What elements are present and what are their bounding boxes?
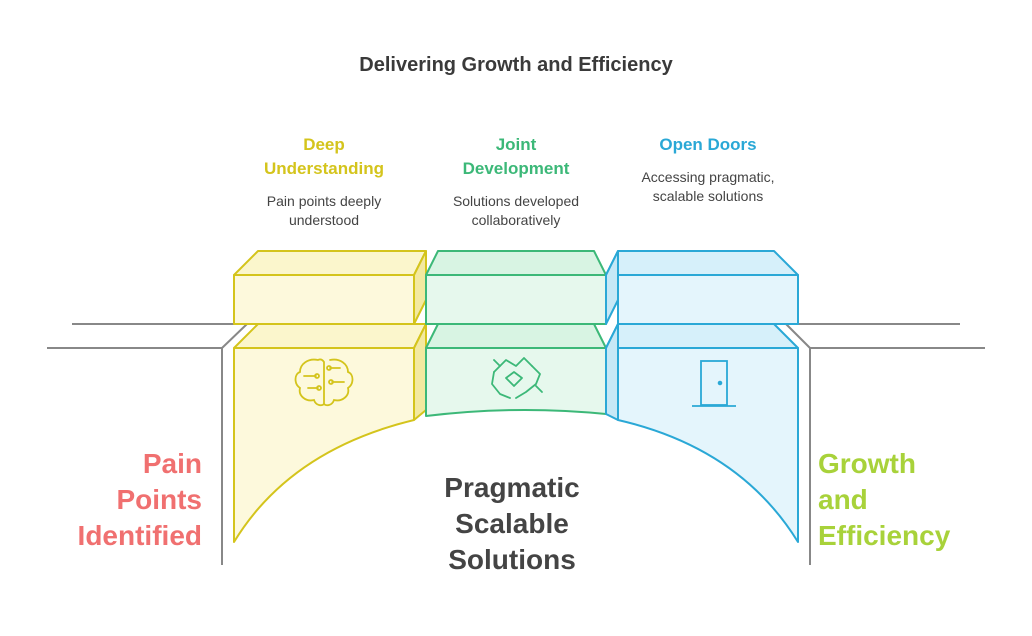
left-label: Pain Points Identified	[78, 446, 202, 554]
step-title-line: Open Doors	[659, 135, 757, 154]
step-title-line: Deep	[303, 135, 345, 154]
step-desc-deep-understanding: Pain points deeply understood	[232, 192, 416, 230]
step-desc-joint-development: Solutions developed collaboratively	[424, 192, 608, 230]
step-desc-line: Solutions developed	[452, 193, 580, 209]
center-label-line: Solutions	[448, 544, 576, 575]
block-deep-understanding	[233, 250, 427, 543]
left-label-line: Pain	[142, 448, 202, 479]
step-desc-line: collaboratively	[471, 212, 561, 228]
step-title-line: Understanding	[264, 159, 384, 178]
left-label-line: Points	[116, 484, 202, 515]
left-label-line: Identified	[77, 520, 202, 551]
center-label: Pragmatic Scalable Solutions	[412, 470, 612, 578]
right-label: Growth and Efficiency	[818, 446, 950, 554]
block-joint-development	[425, 250, 607, 417]
right-label-line: and	[818, 484, 868, 515]
step-title-joint-development: Joint Development	[424, 133, 608, 181]
center-label-line: Pragmatic	[444, 472, 580, 503]
brain-icon	[294, 358, 354, 407]
right-label-line: Growth	[818, 448, 916, 479]
step-desc-line: scalable solutions	[652, 188, 764, 204]
step-desc-line: Accessing pragmatic,	[641, 169, 775, 185]
door-icon	[692, 360, 736, 407]
left-cliff	[47, 323, 248, 565]
step-desc-open-doors: Accessing pragmatic, scalable solutions	[614, 168, 802, 206]
right-cliff	[785, 323, 985, 565]
right-label-line: Efficiency	[818, 520, 951, 551]
step-title-open-doors: Open Doors	[614, 133, 802, 157]
diagram-title: Delivering Growth and Efficiency	[359, 54, 673, 76]
step-title-deep-understanding: Deep Understanding	[232, 133, 416, 181]
block-open-doors	[605, 250, 799, 543]
step-desc-line: understood	[288, 212, 360, 228]
step-title-line: Joint	[495, 135, 537, 154]
step-title-line: Development	[462, 159, 570, 178]
center-label-line: Scalable	[455, 508, 569, 539]
step-desc-line: Pain points deeply	[266, 193, 382, 209]
handshake-icon	[491, 357, 543, 399]
